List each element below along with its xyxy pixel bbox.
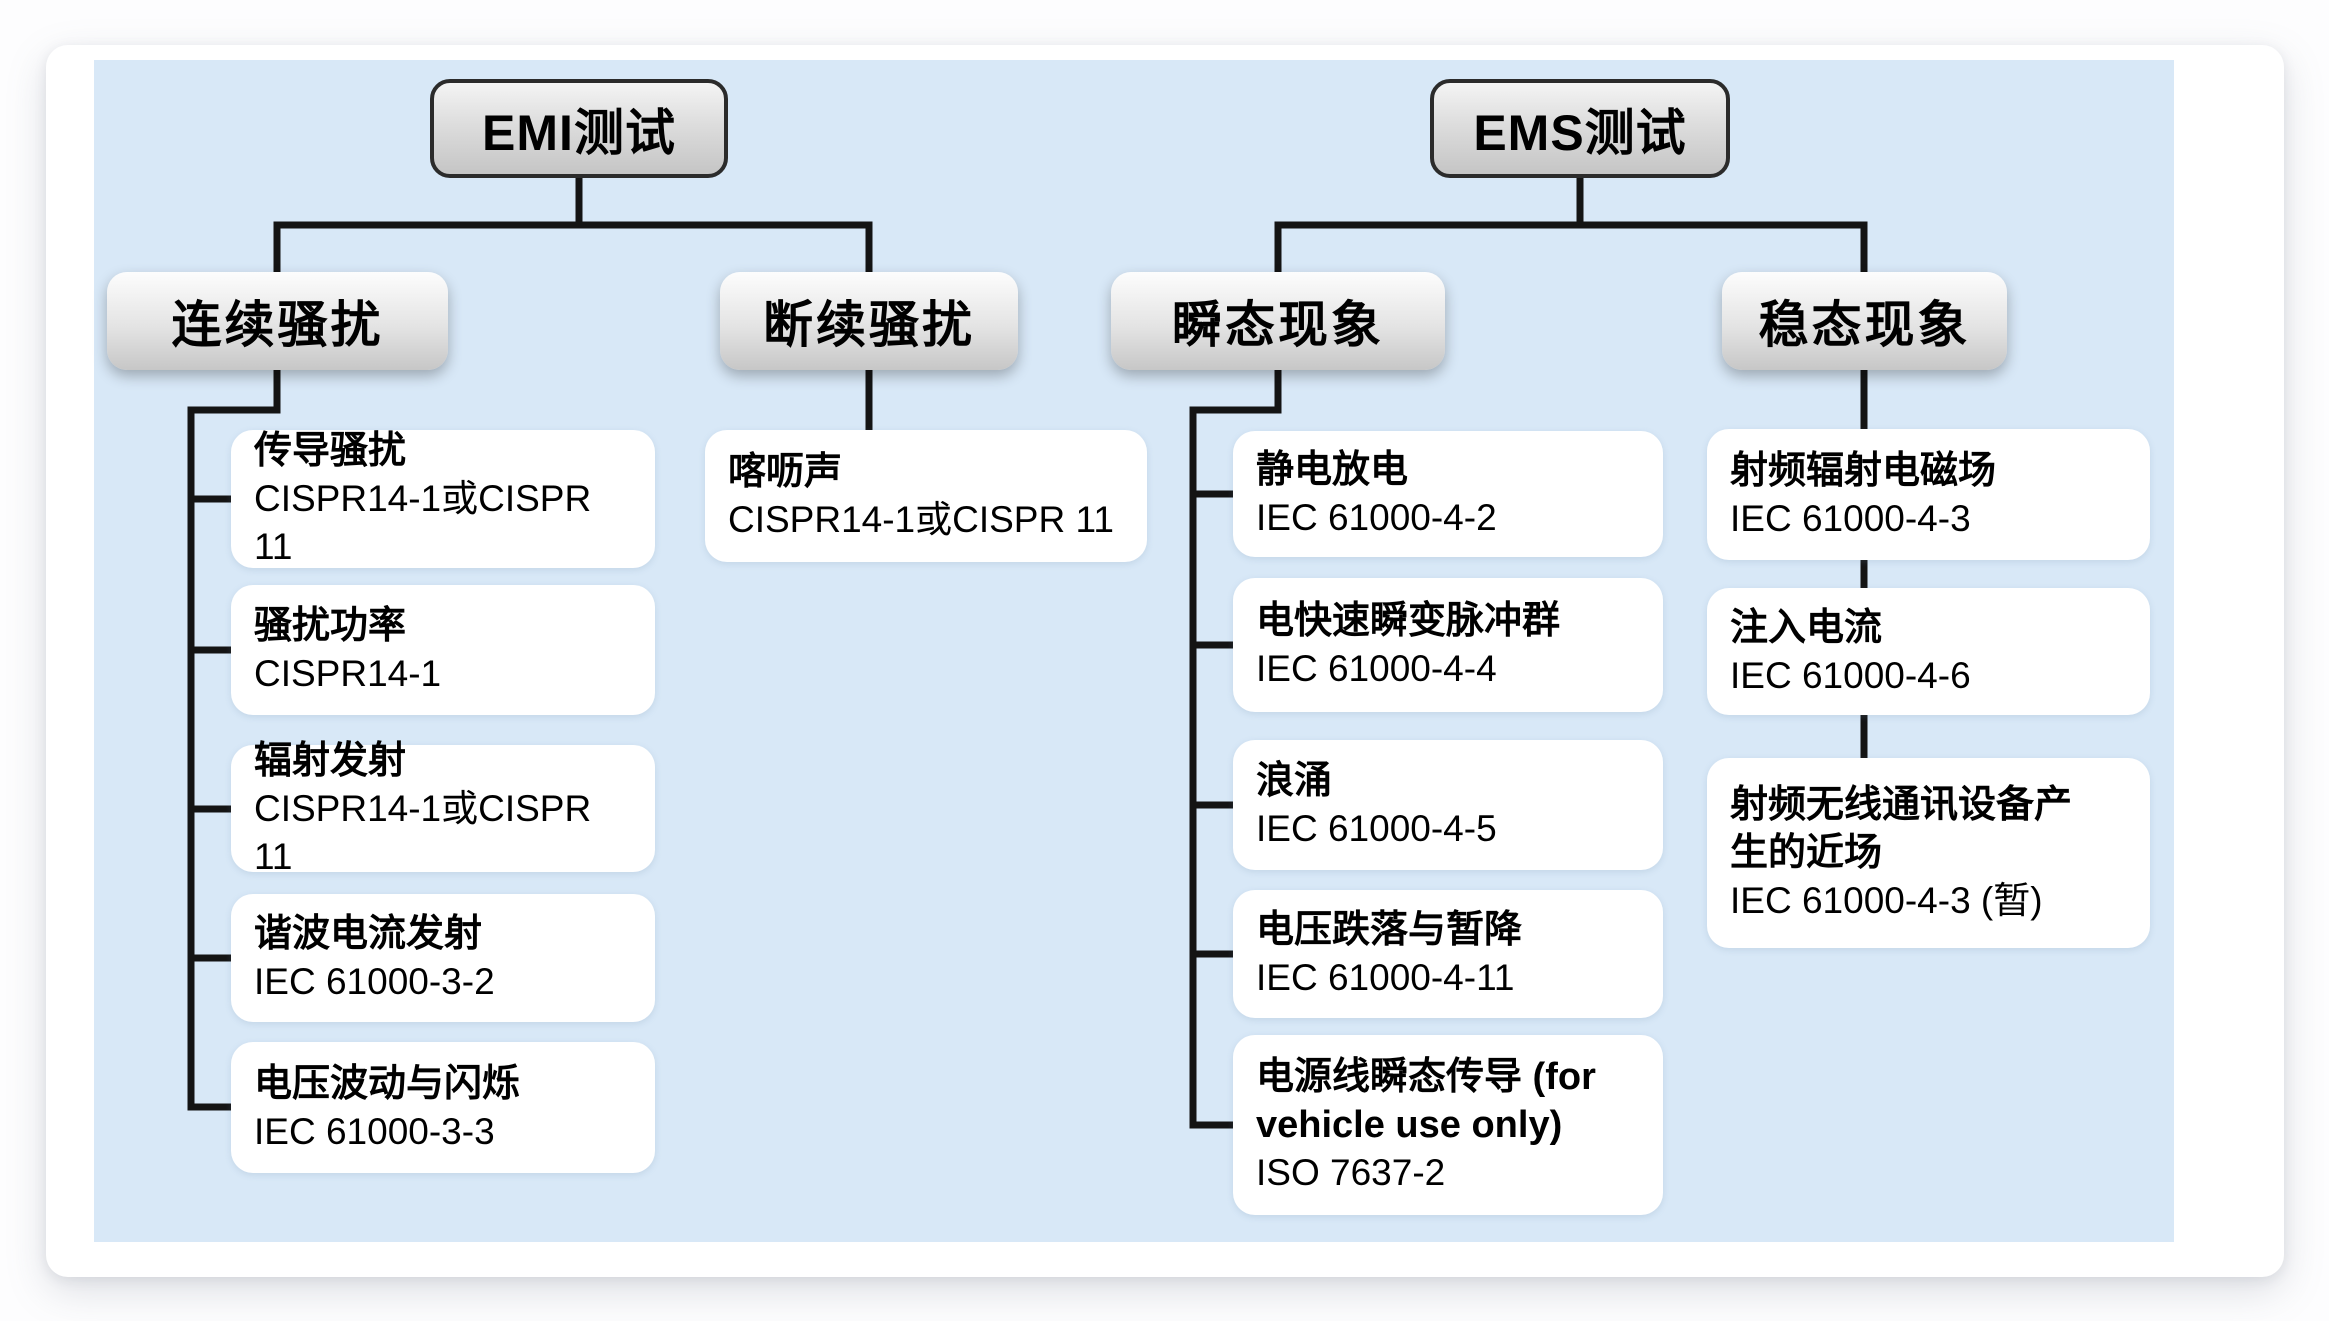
leaf-standard: IEC 61000-4-5	[1256, 808, 1497, 849]
leaf-eft-burst: 电快速瞬变脉冲群 IEC 61000-4-4	[1233, 578, 1663, 712]
leaf-standard: CISPR14-1或CISPR 11	[254, 787, 592, 877]
leaf-standard: IEC 61000-4-6	[1730, 654, 1971, 696]
leaf-click-noise: 喀呖声 CISPR14-1或CISPR 11	[705, 430, 1147, 562]
leaf-standard: IEC 61000-4-3	[1730, 497, 1971, 539]
ems-root-label: EMS测试	[1473, 104, 1687, 161]
leaf-rf-wireless-nearfield: 射频无线通讯设备产 生的近场 IEC 61000-4-3 (暂)	[1707, 758, 2150, 948]
leaf-title: 电快速瞬变脉冲群	[1256, 600, 1561, 642]
node-emi-root: EMI测试	[430, 79, 728, 178]
transient-label: 瞬态现象	[1172, 297, 1384, 353]
leaf-rf-radiated-field: 射频辐射电磁场 IEC 61000-4-3	[1707, 429, 2150, 560]
leaf-voltage-fluctuation-flicker: 电压波动与闪烁 IEC 61000-3-3	[231, 1042, 655, 1173]
node-transient-phenomena: 瞬态现象	[1111, 272, 1445, 370]
leaf-radiated-emission: 辐射发射 CISPR14-1或CISPR 11	[231, 740, 655, 877]
leaf-esd: 静电放电 IEC 61000-4-2	[1233, 431, 1663, 557]
leaf-title: 电压波动与闪烁	[254, 1062, 521, 1105]
leaf-standard: IEC 61000-4-11	[1256, 957, 1515, 998]
leaf-standard: IEC 61000-4-3 (暂)	[1730, 880, 2043, 921]
leaf-standard: CISPR14-1或CISPR 11	[728, 499, 1114, 540]
leaf-standard: ISO 7637-2	[1256, 1152, 1446, 1193]
leaf-powerline-transient-conduction: 电源线瞬态传导 (for vehicle use only) ISO 7637-…	[1233, 1035, 1663, 1215]
leaf-title: 静电放电	[1256, 449, 1409, 491]
leaf-injected-current: 注入电流 IEC 61000-4-6	[1707, 588, 2150, 715]
leaf-surge: 浪涌 IEC 61000-4-5	[1233, 740, 1663, 870]
leaf-title: 喀呖声	[728, 451, 843, 493]
leaf-title: 电源线瞬态传导 (for vehicle use only)	[1256, 1056, 1596, 1146]
leaf-conducted-disturbance: 传导骚扰 CISPR14-1或CISPR 11	[231, 430, 655, 568]
leaf-voltage-dips: 电压跌落与暂降 IEC 61000-4-11	[1233, 890, 1663, 1018]
leaf-title: 骚扰功率	[254, 605, 407, 647]
leaf-title: 射频辐射电磁场	[1730, 449, 1997, 492]
continuous-label: 连续骚扰	[171, 297, 384, 353]
steady-label: 稳态现象	[1758, 297, 1971, 353]
leaf-title: 射频无线通讯设备产 生的近场	[1730, 784, 2073, 874]
leaf-title: 辐射发射	[254, 739, 407, 782]
leaf-standard: IEC 61000-4-2	[1256, 497, 1497, 538]
node-discontinuous-disturbance: 断续骚扰	[720, 272, 1018, 370]
leaf-title: 注入电流	[1730, 606, 1883, 649]
leaf-standard: CISPR14-1	[254, 653, 442, 694]
node-continuous-disturbance: 连续骚扰	[107, 272, 448, 370]
leaf-standard: IEC 61000-4-4	[1256, 648, 1497, 689]
leaf-standard: CISPR14-1或CISPR 11	[254, 478, 592, 567]
leaf-standard: IEC 61000-3-3	[254, 1110, 495, 1152]
leaf-harmonic-current: 谐波电流发射 IEC 61000-3-2	[231, 894, 655, 1022]
leaf-standard: IEC 61000-3-2	[254, 961, 495, 1002]
node-ems-root: EMS测试	[1430, 79, 1730, 178]
node-steady-phenomena: 稳态现象	[1722, 272, 2007, 370]
discontinuous-label: 断续骚扰	[763, 297, 975, 353]
leaf-title: 谐波电流发射	[254, 913, 483, 955]
leaf-title: 传导骚扰	[254, 430, 407, 472]
leaf-title: 浪涌	[1256, 760, 1333, 802]
leaf-disturbance-power: 骚扰功率 CISPR14-1	[231, 585, 655, 715]
emi-root-label: EMI测试	[482, 104, 676, 161]
leaf-title: 电压跌落与暂降	[1256, 909, 1523, 951]
